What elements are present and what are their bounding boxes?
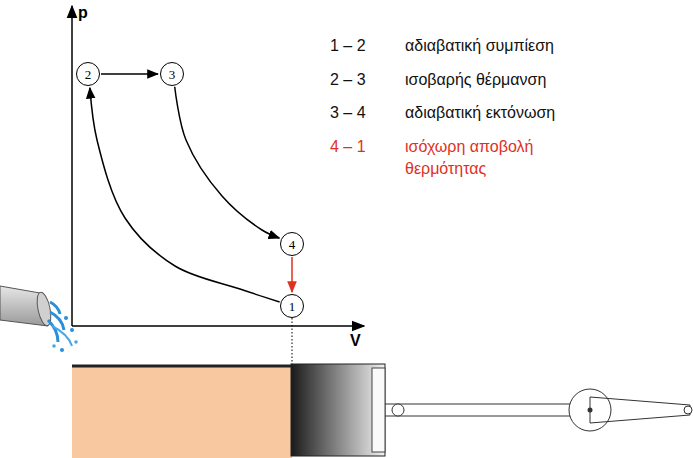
- process-description: ισόχωρη αποβολή θερμότητας: [405, 136, 550, 179]
- process-number: 3 – 4: [330, 102, 366, 124]
- process-curve: [90, 88, 280, 302]
- piston-ring: [372, 368, 385, 452]
- state-point: 1: [280, 294, 304, 318]
- point-number: 2: [85, 68, 92, 81]
- p-axis: [71, 6, 73, 326]
- crank-end: [684, 406, 692, 414]
- process-number: 2 – 3: [330, 69, 366, 91]
- state-point: 4: [280, 232, 304, 256]
- process-number: 4 – 1: [330, 136, 366, 158]
- process-description: αδιαβατική συμπίεση: [405, 35, 554, 57]
- cylinder-wall: [72, 365, 292, 368]
- process-description: αδιαβατική εκτόνωση: [405, 102, 555, 124]
- v-axis: [72, 325, 364, 327]
- axis-label: p: [78, 2, 88, 24]
- heat-rejection-arrow: [291, 257, 293, 292]
- point-number: 3: [169, 68, 176, 81]
- water-bucket: [0, 286, 78, 352]
- guide-line: [292, 318, 293, 365]
- state-point: 3: [160, 62, 184, 86]
- crosshead: [569, 389, 611, 431]
- axis-label: V: [350, 330, 361, 352]
- crank-pin: [588, 408, 593, 413]
- point-number: 4: [289, 238, 296, 251]
- process-number: 1 – 2: [330, 35, 366, 57]
- state-point: 2: [76, 62, 100, 86]
- piston-rod: [385, 416, 580, 417]
- process-curve: [175, 87, 280, 238]
- point-number: 1: [289, 300, 296, 313]
- cylinder-gas: [72, 367, 292, 458]
- pin: [392, 404, 404, 416]
- process-curve: [101, 73, 158, 75]
- connecting-rod: [590, 397, 690, 423]
- piston: [291, 364, 385, 456]
- process-description: ισοβαρής θέρμανση: [405, 69, 546, 91]
- piston-rod: [385, 404, 580, 405]
